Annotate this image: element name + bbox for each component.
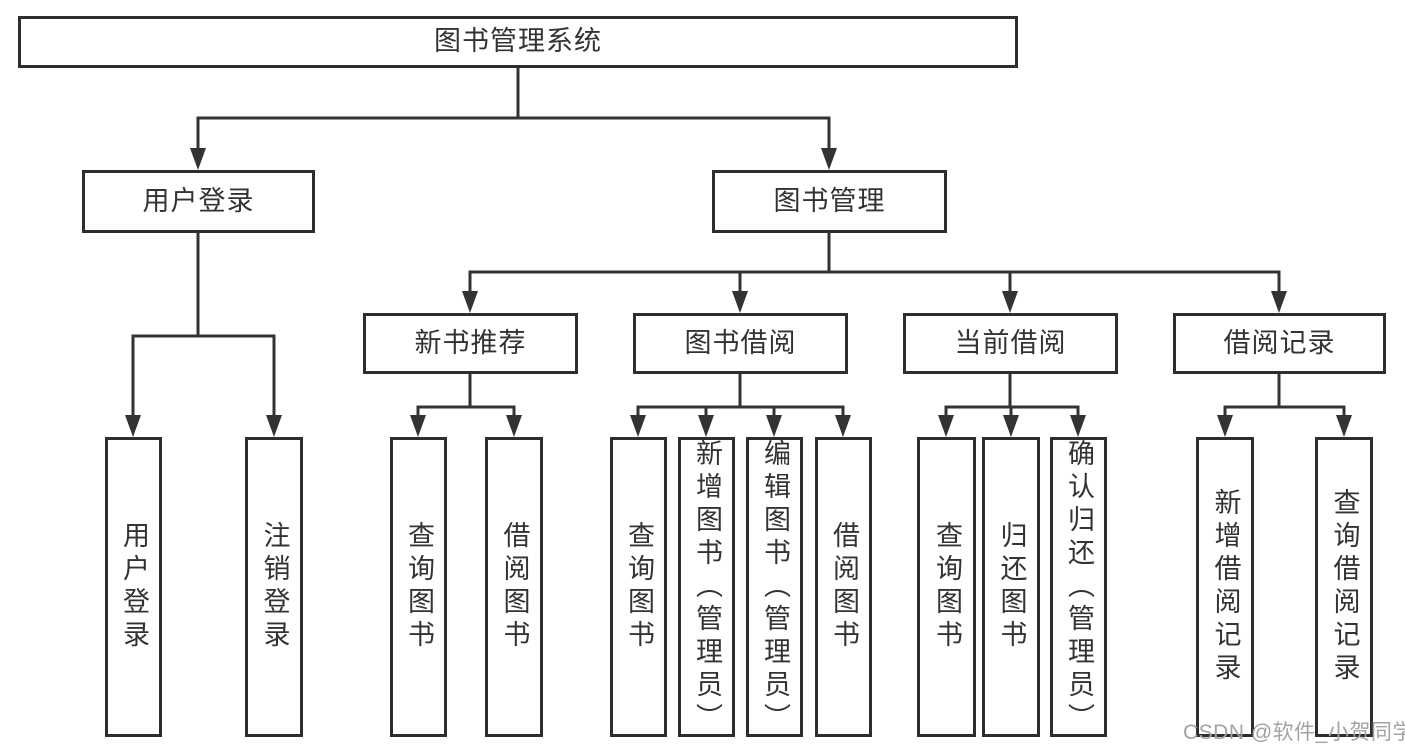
leaf-add-book-admin-label: 新增图书（管理员） — [692, 438, 723, 736]
leaf-borrow-book-recommend-label: 借阅图书 — [499, 521, 530, 653]
leaf-query-book-current: 查询图书 — [917, 437, 976, 737]
node-new-book-recommend-label: 新书推荐 — [414, 327, 527, 358]
leaf-edit-book-admin: 编辑图书（管理员） — [746, 437, 803, 737]
node-root-label: 图书管理系统 — [434, 26, 602, 57]
csdn-watermark: CSDN @软件_小贺同学 — [1183, 721, 1405, 744]
leaf-query-borrow-record-label: 查询借阅记录 — [1329, 488, 1360, 686]
node-current-borrow-label: 当前借阅 — [954, 327, 1067, 358]
leaf-user-login-label: 用户登录 — [119, 521, 150, 653]
leaf-add-borrow-record-label: 新增借阅记录 — [1210, 488, 1241, 686]
leaf-return-book-label: 归还图书 — [996, 521, 1027, 653]
leaf-confirm-return-admin: 确认归还（管理员） — [1050, 437, 1107, 737]
node-root: 图书管理系统 — [18, 16, 1018, 68]
leaf-logout: 注销登录 — [245, 437, 303, 737]
leaf-edit-book-admin-label: 编辑图书（管理员） — [760, 438, 791, 736]
leaf-user-login: 用户登录 — [105, 437, 162, 737]
node-book-borrow: 图书借阅 — [633, 313, 848, 374]
leaf-query-book-borrow-label: 查询图书 — [624, 521, 655, 653]
leaf-query-book-borrow: 查询图书 — [610, 437, 667, 737]
node-new-book-recommend: 新书推荐 — [363, 313, 578, 374]
node-borrow-records: 借阅记录 — [1173, 313, 1386, 374]
node-user-login-label: 用户登录 — [142, 185, 255, 216]
node-book-management: 图书管理 — [712, 170, 947, 233]
leaf-add-borrow-record: 新增借阅记录 — [1196, 437, 1254, 737]
leaf-borrow-book-recommend: 借阅图书 — [485, 437, 543, 737]
leaf-return-book: 归还图书 — [982, 437, 1040, 737]
leaf-query-borrow-record: 查询借阅记录 — [1315, 437, 1373, 737]
node-current-borrow: 当前借阅 — [903, 313, 1118, 374]
leaf-query-book-recommend: 查询图书 — [390, 437, 447, 737]
leaf-add-book-admin: 新增图书（管理员） — [678, 437, 735, 737]
leaf-query-book-current-label: 查询图书 — [932, 521, 963, 653]
leaf-query-book-recommend-label: 查询图书 — [404, 521, 435, 653]
node-book-management-label: 图书管理 — [773, 185, 886, 216]
leaf-confirm-return-admin-label: 确认归还（管理员） — [1064, 438, 1095, 736]
leaf-borrow-book: 借阅图书 — [815, 437, 872, 737]
leaf-logout-label: 注销登录 — [259, 521, 290, 653]
leaf-borrow-book-label: 借阅图书 — [829, 521, 860, 653]
node-user-login: 用户登录 — [82, 170, 315, 233]
node-book-borrow-label: 图书借阅 — [684, 327, 797, 358]
node-borrow-records-label: 借阅记录 — [1223, 327, 1336, 358]
